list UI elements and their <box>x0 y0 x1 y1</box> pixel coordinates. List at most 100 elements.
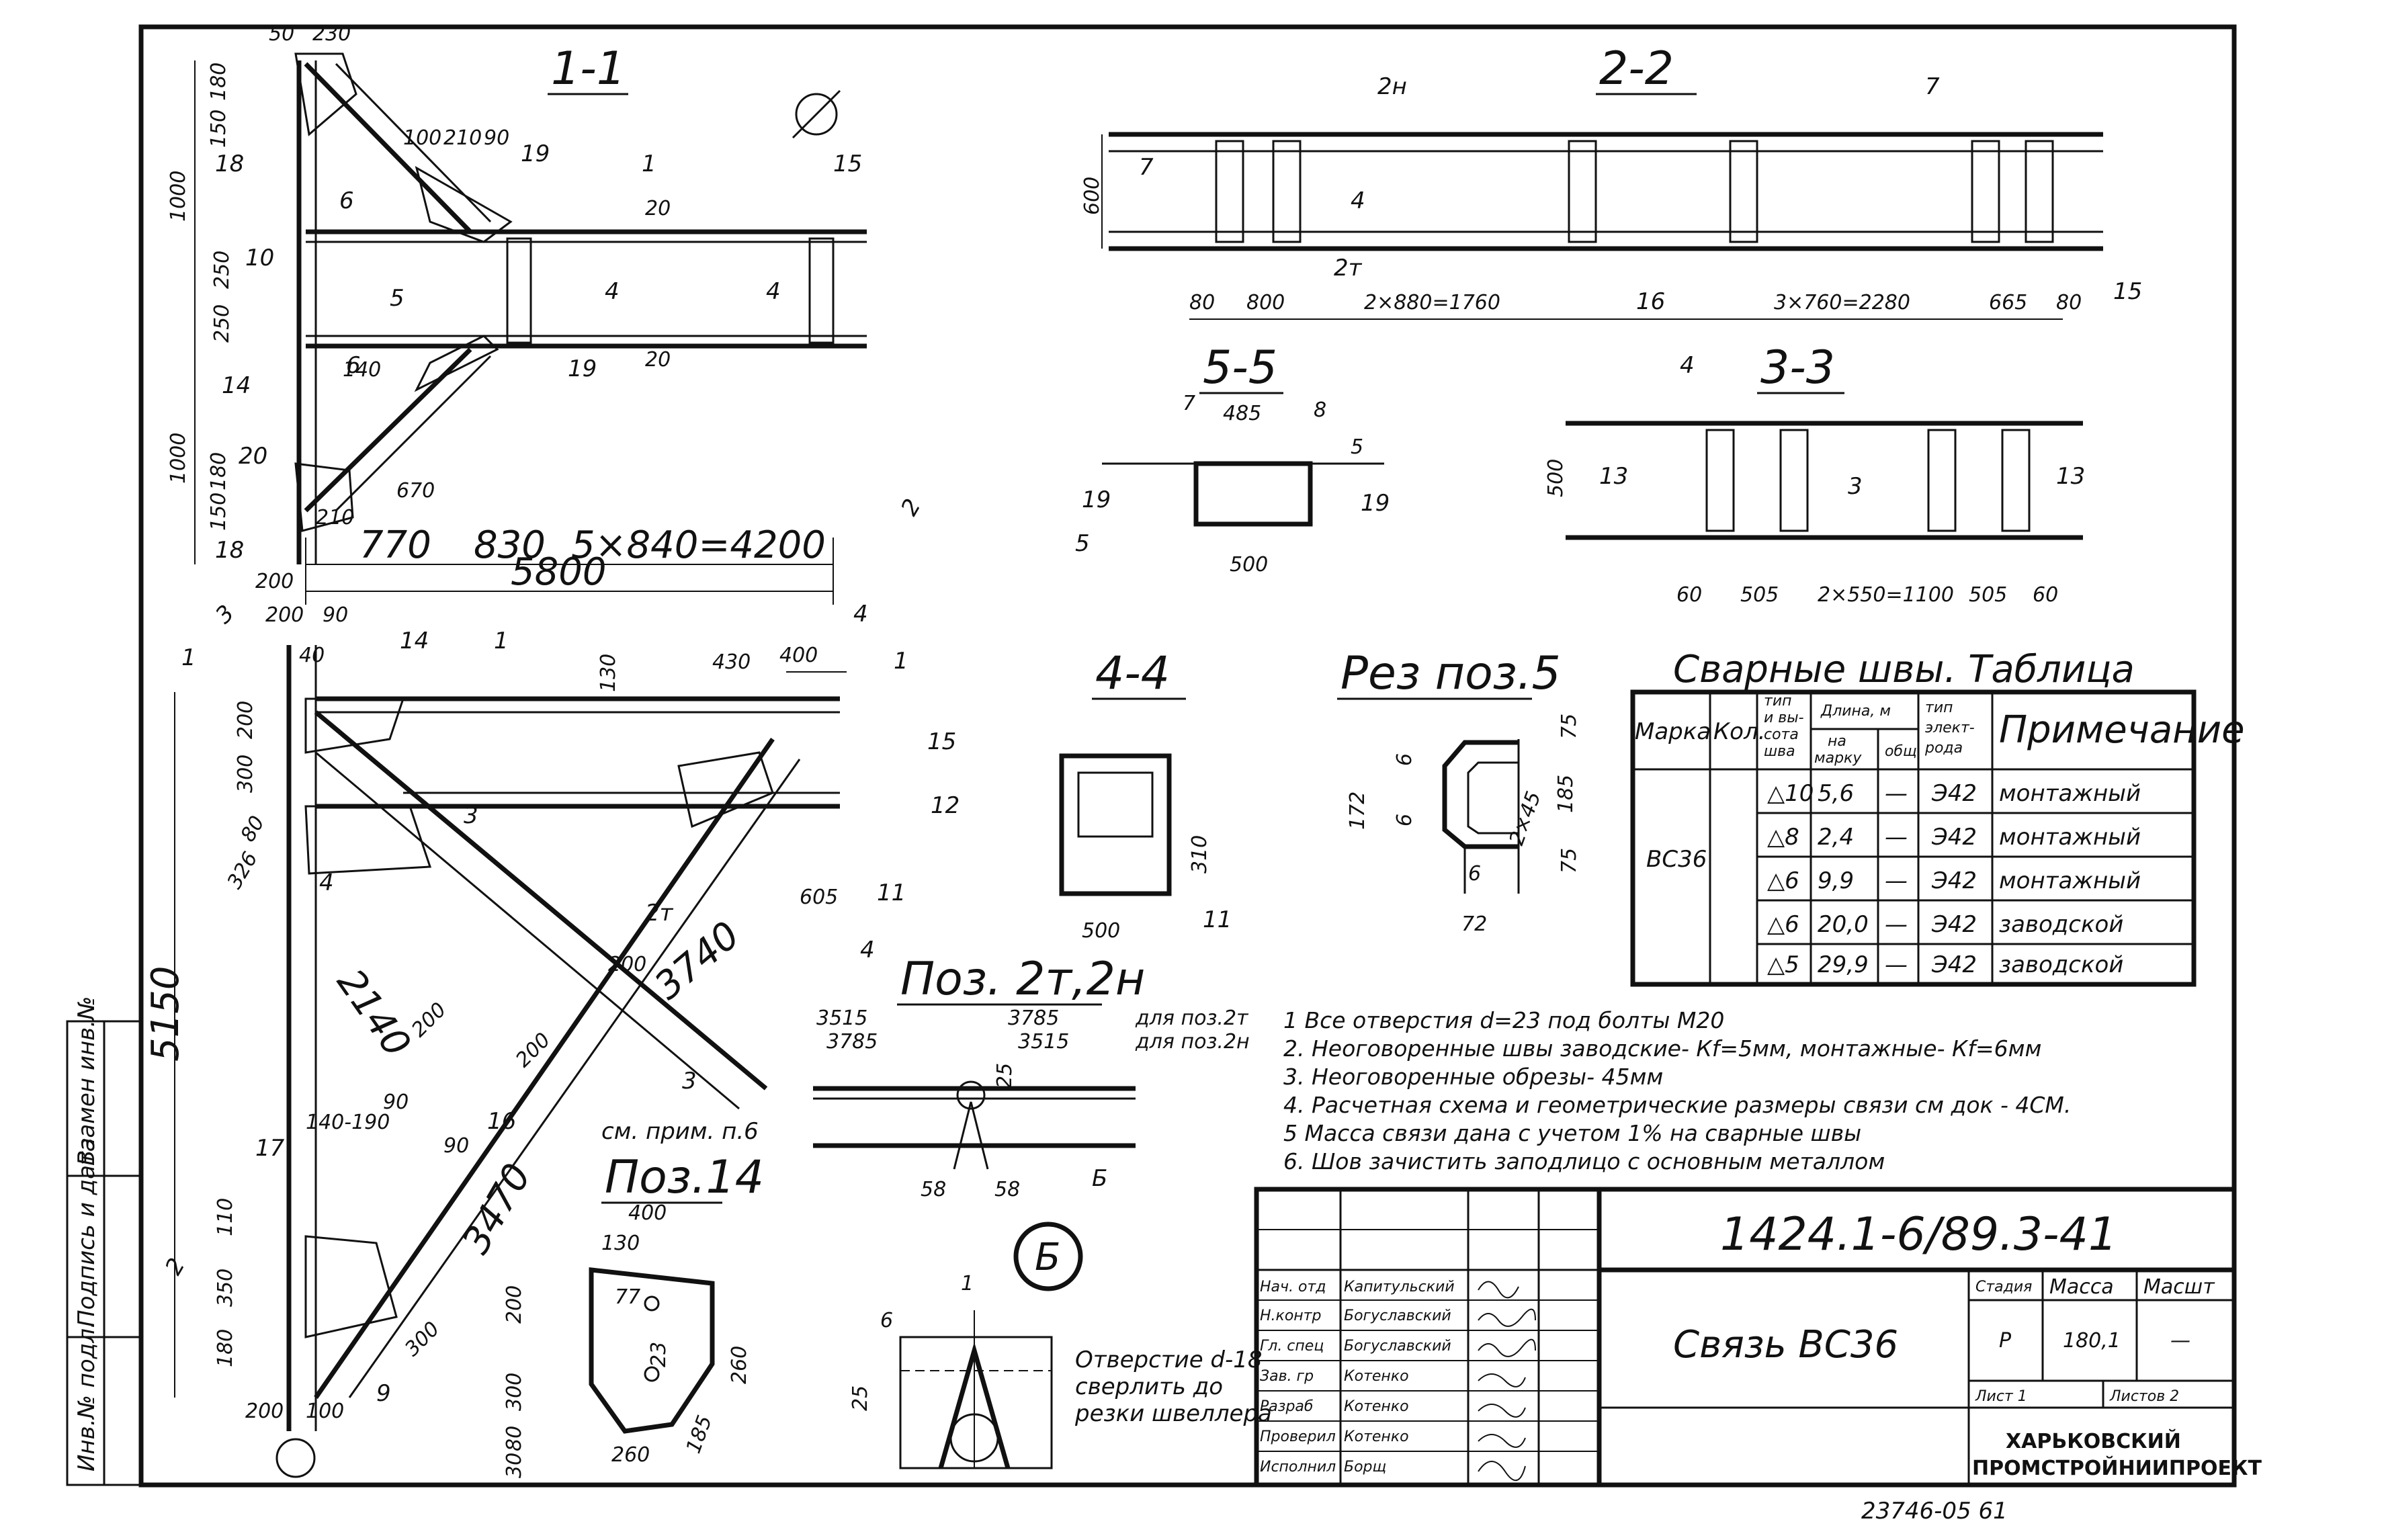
wt-r4-len: 20,0 <box>1818 911 1869 938</box>
main-dim-326: 326 <box>223 848 263 893</box>
note-6: 6. Шов зачистить заподлицо с основным ме… <box>1283 1148 1885 1174</box>
rez-dim-185: 185 <box>1554 775 1578 813</box>
s22-mark-2n: 2н <box>1377 73 1407 100</box>
poz-2t-2h: Поз. 2т,2н 3515 3785 3785 3515 для поз.2… <box>813 953 1250 1201</box>
s22-dim-1760: 2×880=1760 <box>1364 291 1500 314</box>
tb-title: Связь ВС36 <box>1673 1323 1898 1367</box>
wt-r3-note: монтажный <box>1999 867 2141 894</box>
note-3: 3. Неоговоренные обрезы- 45мм <box>1283 1064 1663 1090</box>
tb-org-2: ПРОМСТРОЙНИИПРОЕКТ <box>1972 1456 2262 1480</box>
wt-h-type1: тип <box>1764 693 1792 710</box>
s55-mark-5: 5 <box>1075 530 1090 557</box>
wt-r5-type: △5 <box>1767 951 1799 978</box>
dim-770: 770 <box>359 523 431 567</box>
mark-14: 14 <box>222 372 251 399</box>
wt-r2-total: — <box>1885 824 1908 851</box>
dim-230: 230 <box>312 22 351 46</box>
s55-dim-485: 485 <box>1223 402 1261 425</box>
section-5-5-title: 5-5 <box>1203 341 1277 394</box>
main-mark-15: 15 <box>927 728 956 755</box>
main-mark-9: 9 <box>376 1380 391 1407</box>
s22-mark-15: 15 <box>2113 278 2142 305</box>
signature-6 <box>1478 1434 1526 1448</box>
poz2-d5: 25 <box>993 1063 1017 1088</box>
tb-mass-h: Масса <box>2049 1275 2114 1299</box>
s33-dim-505b: 505 <box>1969 583 2007 607</box>
note-4: 4. Расчетная схема и геометрические разм… <box>1283 1092 2071 1118</box>
s22-mark-7b: 7 <box>1925 73 1940 100</box>
dim-150a: 150 <box>207 110 230 148</box>
tb-role-5: Разраб <box>1260 1398 1313 1415</box>
main-dim-110: 110 <box>214 1198 237 1236</box>
mark-15: 15 <box>833 151 862 177</box>
poz-14: Поз.14 400 130 77 200 260 300 80 30 260 … <box>503 1151 764 1478</box>
wt-r2-len: 2,4 <box>1818 824 1854 851</box>
weld-table-title: Сварные швы. Таблица <box>1673 648 2135 691</box>
wt-h-onmark2: марку <box>1814 750 1862 767</box>
wt-h-el2: элект- <box>1925 720 1975 736</box>
main-mark-1: 1 <box>494 628 509 654</box>
mark-5: 5 <box>390 285 405 312</box>
dim-1000-top: 1000 <box>167 171 190 222</box>
s55-dim-7: 7 <box>1183 392 1195 415</box>
see-note: см. прим. п.6 <box>601 1118 759 1145</box>
general-notes: 1 Все отверстия d=23 под болты М20 2. Не… <box>1283 1007 2071 1174</box>
mark-6-top: 6 <box>339 187 354 214</box>
note-1: 1 Все отверстия d=23 под болты М20 <box>1283 1007 1724 1033</box>
hole-note-2: сверлить до <box>1075 1373 1223 1400</box>
main-dim-90a: 90 <box>383 1090 409 1114</box>
wt-h-type2: и вы- <box>1764 710 1804 726</box>
wt-h-note: Примечание <box>1999 708 2245 752</box>
cut-1a: 1 <box>181 644 196 671</box>
dim-180b: 180 <box>207 452 230 490</box>
tb-role-1: Нач. отд <box>1260 1279 1326 1295</box>
poz14-title: Поз.14 <box>605 1151 764 1204</box>
wt-row-4: △6 20,0 — Э42 заводской <box>1767 911 2123 938</box>
main-dim-2140: 2140 <box>329 961 419 1065</box>
tb-name-4: Котенко <box>1344 1368 1409 1385</box>
cut-1b: 1 <box>894 648 908 675</box>
main-dim-40: 40 <box>299 644 325 667</box>
s33-mark-4: 4 <box>1680 352 1695 379</box>
wt-row-3: △6 9,9 — Э42 монтажный <box>1767 867 2141 894</box>
tb-role-4: Зав. гр <box>1260 1368 1314 1385</box>
detail-b-circle-label: Б <box>1035 1236 1060 1279</box>
rez-dim-72: 72 <box>1461 912 1487 936</box>
main-dim-430: 430 <box>712 650 751 674</box>
dim-200: 200 <box>255 570 294 593</box>
tb-stage-h: Стадия <box>1975 1279 2032 1295</box>
main-mark-17: 17 <box>255 1135 285 1162</box>
outer-frame <box>138 24 2237 1488</box>
poz14-d260b: 260 <box>611 1443 650 1467</box>
dim-830: 830 <box>474 523 546 567</box>
section-5-5: 5-5 485 500 7 8 5 19 19 5 <box>1075 341 1390 576</box>
wt-r2-note: монтажный <box>1999 824 2141 851</box>
wt-r5-note: заводской <box>1999 951 2123 978</box>
rez-dim-6c: 6 <box>1468 862 1481 886</box>
wt-h-el3: рода <box>1924 740 1963 757</box>
poz14-d23: 23 <box>647 1342 671 1367</box>
tb-mass: 180,1 <box>2063 1329 2121 1353</box>
main-dim-200d: 200 <box>608 953 646 976</box>
s22-mark-2t: 2т <box>1334 255 1363 282</box>
tb-org-1: ХАРЬКОВСКИЙ <box>2006 1429 2181 1453</box>
rez-dim-6a: 6 <box>1393 753 1416 766</box>
tb-role-7: Исполнил <box>1260 1459 1336 1475</box>
dim-140: 140 <box>343 358 381 382</box>
detail-b-circle <box>1013 1222 1083 1291</box>
mark-19-top: 19 <box>521 140 550 167</box>
section-2-2-title: 2-2 <box>1599 42 1674 95</box>
wt-r1-note: монтажный <box>1999 780 2141 807</box>
wt-row-2: △8 2,4 — Э42 монтажный <box>1767 824 2141 851</box>
tb-role-2: Н.контр <box>1260 1308 1321 1324</box>
s22-dim-80a: 80 <box>1189 291 1215 314</box>
rez-dim-2x45: 2×45 <box>1505 788 1546 848</box>
dim-90: 90 <box>484 126 509 150</box>
tb-role-6: Проверил <box>1260 1428 1336 1445</box>
s22-dim-665: 665 <box>1989 291 2027 314</box>
mark-19-bot: 19 <box>568 355 597 382</box>
cut-2a: 2 <box>896 495 926 521</box>
dim-180a: 180 <box>207 62 230 101</box>
s44-dim-500: 500 <box>1082 919 1120 943</box>
tb-code: 1424.1-6/89.3-41 <box>1720 1208 2117 1261</box>
